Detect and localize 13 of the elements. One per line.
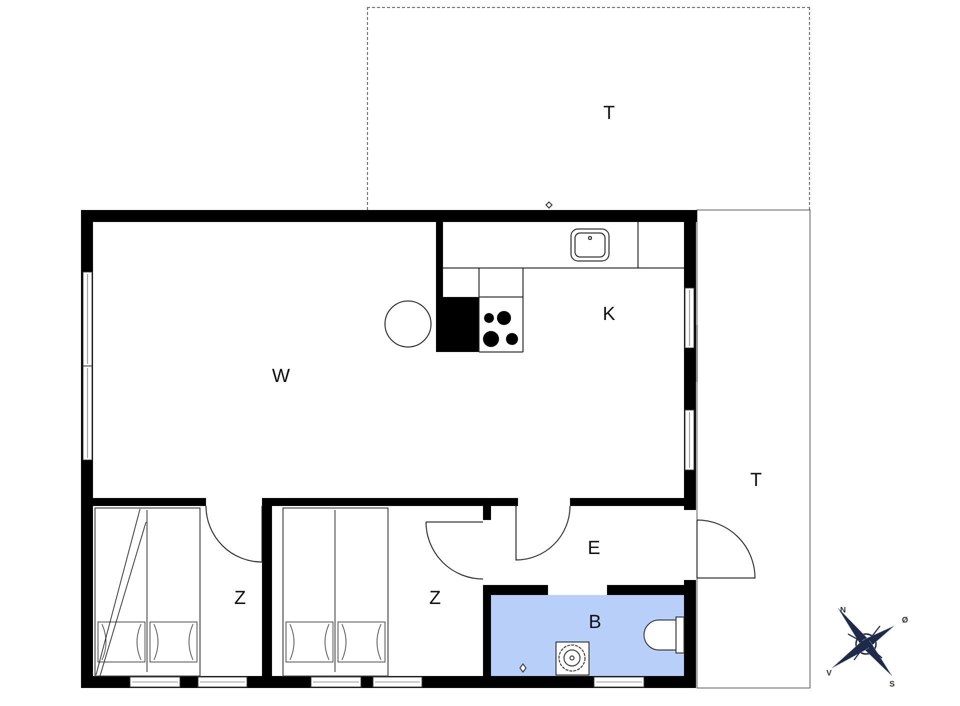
compass-direction-label: S [889, 680, 895, 688]
room-letter: Z [234, 589, 246, 609]
compass-direction-label: N [840, 606, 846, 614]
compass-direction-label: V [826, 668, 832, 678]
room-letter: K [602, 305, 616, 325]
room-letter: W [272, 367, 290, 387]
room-letter: E [588, 539, 600, 559]
compass-direction-label: Ø [902, 616, 908, 624]
room-letter: T [750, 471, 762, 491]
room-letter: T [603, 104, 615, 124]
room-letter: Z [429, 589, 441, 609]
room-letter: B [588, 613, 602, 633]
terrace-area [367, 7, 810, 210]
